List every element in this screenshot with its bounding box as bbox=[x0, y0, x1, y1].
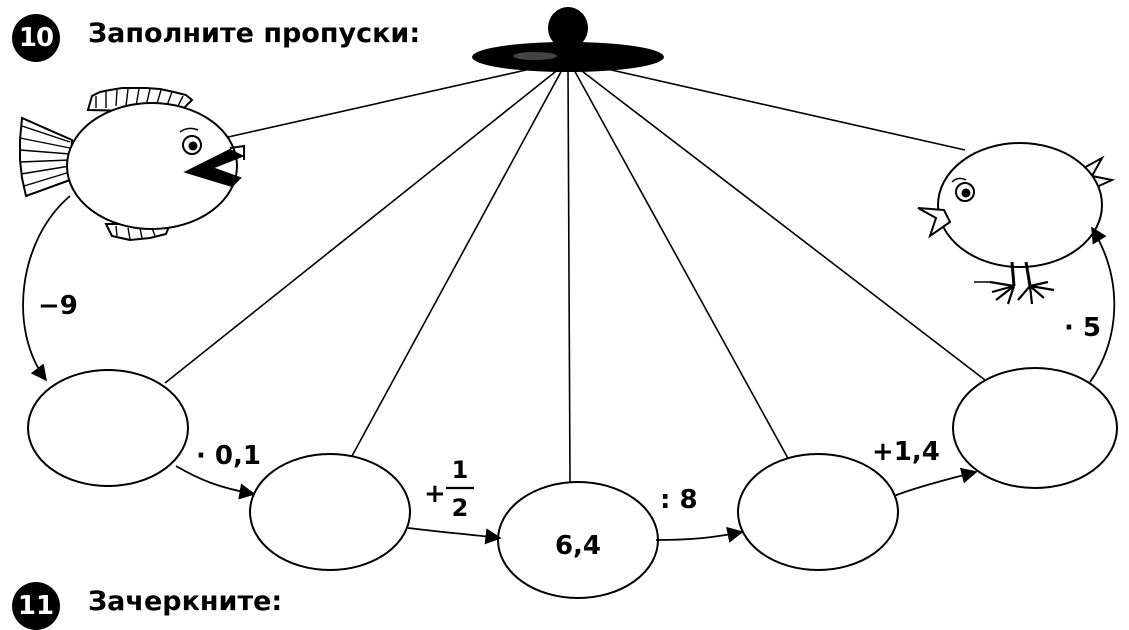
op-label-plus-half: + 1 2 bbox=[424, 456, 474, 522]
chick-body bbox=[937, 142, 1103, 268]
operation-arrows bbox=[22, 195, 1116, 545]
exercise-area: 10 Заполните пропуски: bbox=[12, 7, 1118, 630]
mobile-hub bbox=[472, 7, 664, 72]
string-node-2 bbox=[351, 67, 564, 457]
chick-picture bbox=[917, 142, 1116, 305]
fish-picture bbox=[19, 87, 245, 242]
fish-body bbox=[66, 102, 238, 230]
string-chick bbox=[584, 63, 966, 151]
task-title: Заполните пропуски: bbox=[88, 18, 421, 49]
op-label-times-0-1: · 0,1 bbox=[196, 441, 261, 471]
oval-node-5[interactable] bbox=[952, 367, 1118, 489]
chick-legs bbox=[1010, 261, 1032, 287]
next-task-number-badge: 11 bbox=[12, 582, 60, 630]
arrow-n5-to-chick bbox=[1089, 226, 1116, 383]
arrow-fish-to-n1 bbox=[22, 195, 71, 382]
fish-mouth bbox=[183, 148, 245, 188]
oval-node-1[interactable] bbox=[27, 369, 189, 487]
string-fish bbox=[214, 64, 549, 141]
hub-highlight bbox=[513, 52, 557, 60]
fish-tail bbox=[19, 116, 74, 198]
string-node-3 bbox=[567, 67, 571, 483]
hanging-strings bbox=[164, 63, 986, 483]
next-task-title: Зачеркните: bbox=[88, 586, 283, 617]
fish-tail-rays bbox=[19, 125, 71, 187]
string-node-5 bbox=[577, 67, 986, 381]
chain-diagram: 6,4 −9 · 0,1 + 1 2 : 8 +1,4 · 5 bbox=[19, 7, 1118, 599]
string-node-4 bbox=[572, 67, 791, 463]
oval-node-2[interactable] bbox=[249, 453, 411, 571]
arrow-n3-to-n4 bbox=[655, 526, 744, 543]
task-number-badge: 10 bbox=[12, 14, 60, 62]
op-label-divide-8: : 8 bbox=[660, 485, 698, 515]
op-label-plus-sign: + bbox=[424, 479, 446, 509]
hub-knob bbox=[548, 7, 588, 49]
op-label-fraction-denominator: 2 bbox=[452, 494, 469, 522]
op-label-minus-9: −9 bbox=[38, 291, 78, 321]
chick-beak bbox=[917, 207, 952, 239]
answer-ovals bbox=[27, 367, 1118, 599]
op-label-plus-1-4: +1,4 bbox=[872, 437, 940, 467]
op-label-fraction-numerator: 1 bbox=[452, 456, 469, 484]
hub-disc bbox=[472, 42, 664, 72]
arrow-n4-to-n5 bbox=[893, 467, 978, 497]
node-3-value: 6,4 bbox=[555, 531, 601, 561]
string-node-1 bbox=[164, 67, 561, 384]
arrow-n1-to-n2 bbox=[175, 465, 256, 500]
op-label-times-5: · 5 bbox=[1064, 313, 1101, 343]
oval-node-4[interactable] bbox=[737, 453, 899, 571]
arrow-n2-to-n3 bbox=[407, 527, 502, 545]
